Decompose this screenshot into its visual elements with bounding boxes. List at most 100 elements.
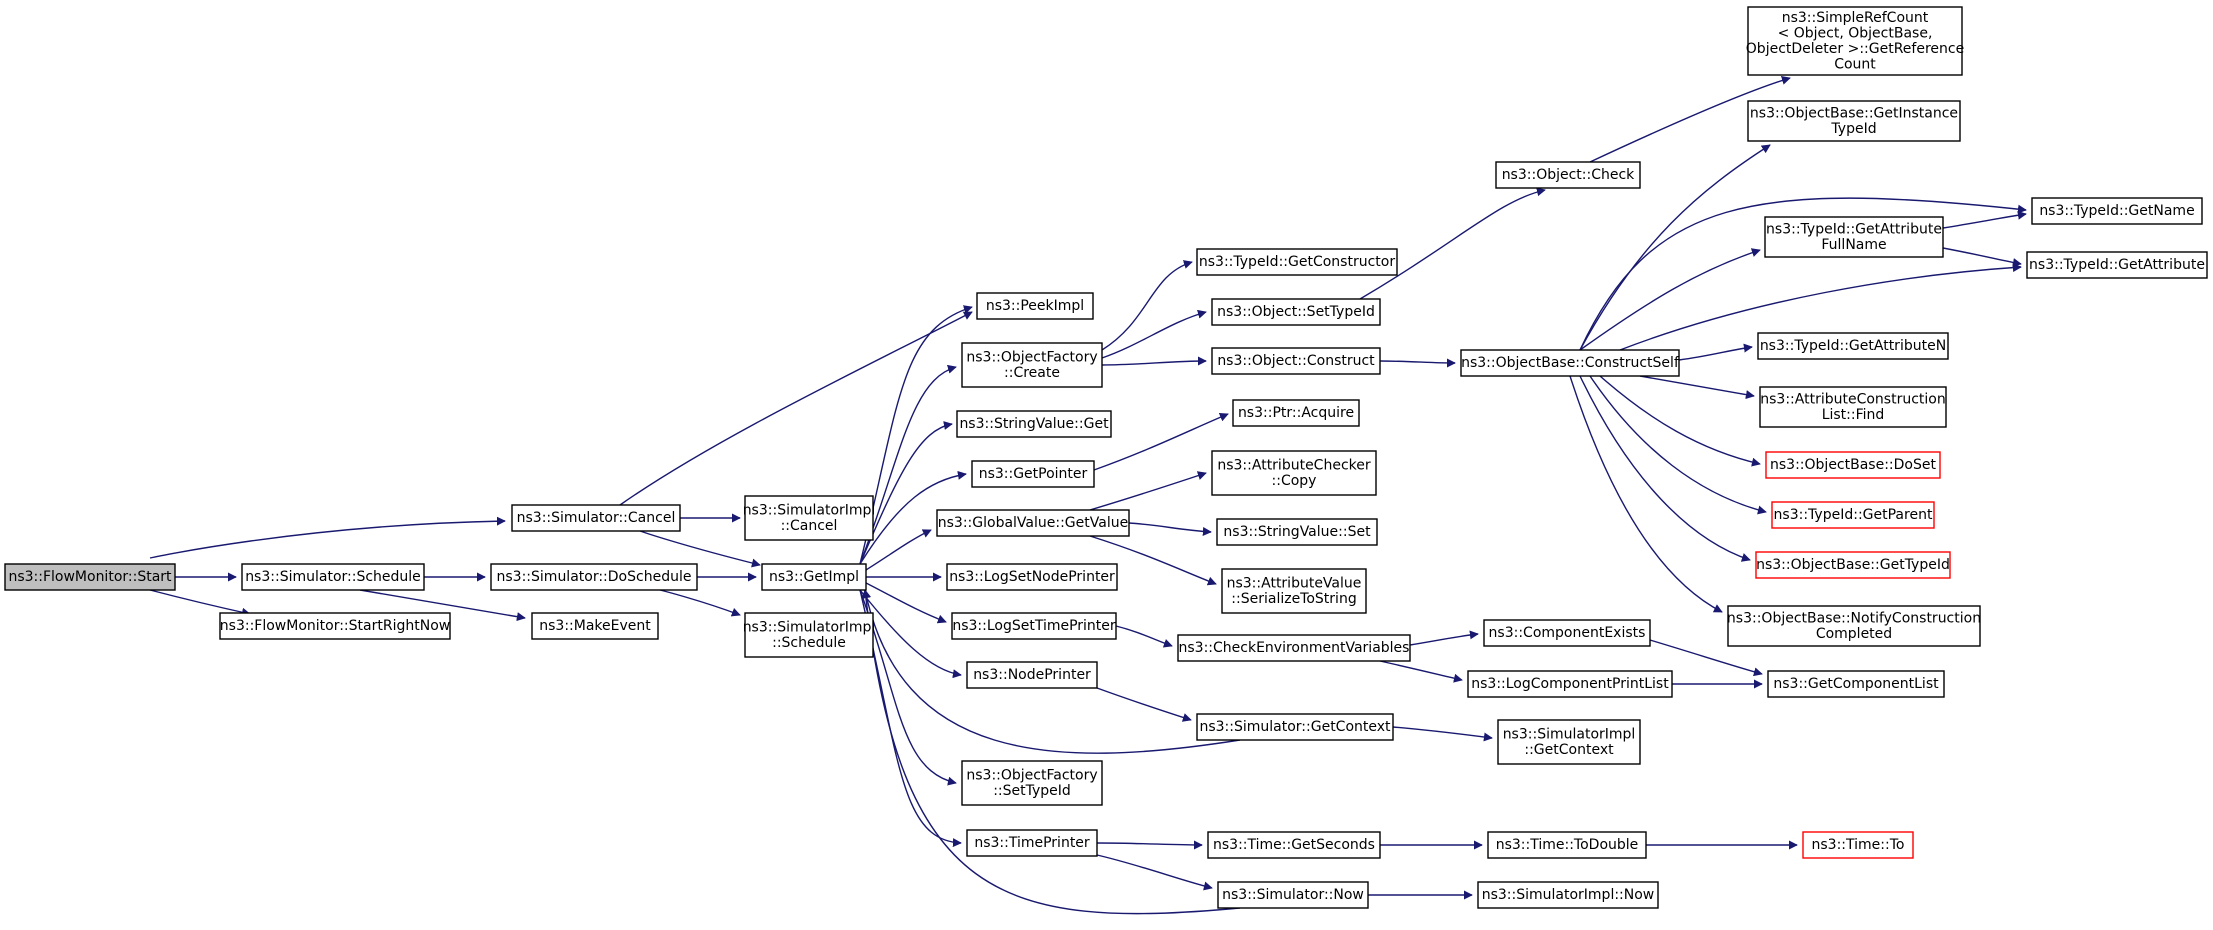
node-label: ns3::GlobalValue::GetValue	[938, 515, 1128, 531]
node-timeprinter[interactable]: ns3::TimePrinter	[966, 829, 1098, 857]
node-label: ns3::PeekImpl	[986, 298, 1084, 314]
node-box	[1196, 248, 1398, 276]
node-stringvalue-set[interactable]: ns3::StringValue::Set	[1216, 518, 1378, 546]
node-typeid-getattribute[interactable]: ns3::TypeId::GetAttribute	[2026, 251, 2208, 279]
node-logsetnodeprinter[interactable]: ns3::LogSetNodePrinter	[946, 563, 1118, 591]
node-box	[511, 504, 681, 532]
node-stringvalue-get[interactable]: ns3::StringValue::Get	[956, 410, 1112, 438]
node-typeid-getname[interactable]: ns3::TypeId::GetName	[2031, 197, 2203, 225]
node-objbase-constructself[interactable]: ns3::ObjectBase::ConstructSelf	[1460, 349, 1680, 377]
node-logsettimeprinter[interactable]: ns3::LogSetTimePrinter	[951, 612, 1117, 640]
node-label: ns3::ObjectBase::GetInstance	[1750, 105, 1958, 121]
edge-object_settypeid-to-object_check	[1359, 187, 1546, 300]
node-label: ::SetTypeId	[993, 783, 1071, 799]
node-label: ns3::SimulatorImpl	[743, 619, 876, 635]
edge-getpointer-to-ptr_acquire	[1093, 412, 1229, 471]
node-sim-now[interactable]: ns3::Simulator::Now	[1217, 881, 1369, 909]
node-label: ns3::Simulator::Schedule	[245, 569, 421, 585]
node-label: ns3::GetComponentList	[1773, 676, 1939, 692]
node-objbase-notifyconstructioncompleted[interactable]: ns3::ObjectBase::NotifyConstructionCompl…	[1727, 605, 1981, 647]
node-label: ns3::ObjectFactory	[966, 767, 1097, 783]
edge-getimpl-to-globalvalue_getvalue	[865, 529, 932, 571]
node-box	[1460, 349, 1680, 377]
node-sim-schedule[interactable]: ns3::Simulator::Schedule	[241, 563, 425, 591]
node-checkenvvars[interactable]: ns3::CheckEnvironmentVariables	[1177, 634, 1411, 662]
node-box	[4, 563, 176, 591]
node-label: ::GetContext	[1524, 742, 1614, 758]
node-simimpl-schedule[interactable]: ns3::SimulatorImpl::Schedule	[743, 612, 876, 658]
node-getcomponentlist[interactable]: ns3::GetComponentList	[1767, 670, 1945, 698]
node-makeevent[interactable]: ns3::MakeEvent	[531, 612, 659, 640]
edge-line	[1101, 356, 1207, 366]
edge-sim_getcontext-to-simimpl_getcontext	[1392, 726, 1493, 742]
edge-line	[639, 530, 761, 568]
node-simimpl-getcontext[interactable]: ns3::SimulatorImpl::GetContext	[1497, 719, 1641, 765]
node-objbase-doset[interactable]: ns3::ObjectBase::DoSet	[1765, 451, 1941, 479]
edge-objbase_constructself-to-typeid_getname	[1579, 197, 2027, 351]
node-box	[490, 563, 698, 591]
node-simplerefcount[interactable]: ns3::SimpleRefCount< Object, ObjectBase,…	[1746, 6, 1964, 76]
node-flowmonitor-start[interactable]: ns3::FlowMonitor::Start	[4, 563, 176, 591]
node-label: ns3::LogSetTimePrinter	[952, 618, 1116, 634]
node-box	[761, 563, 867, 591]
node-typeid-getparent[interactable]: ns3::TypeId::GetParent	[1771, 501, 1935, 529]
node-typeid-getconstructor[interactable]: ns3::TypeId::GetConstructor	[1196, 248, 1398, 276]
node-sim-doschedule[interactable]: ns3::Simulator::DoSchedule	[490, 563, 698, 591]
edge-line	[1128, 522, 1212, 536]
node-time-to[interactable]: ns3::Time::To	[1802, 831, 1914, 859]
node-attrvalue-serialize[interactable]: ns3::AttributeValue::SerializeToString	[1221, 568, 1367, 614]
edge-line	[1101, 309, 1207, 359]
edge-line	[1639, 375, 1755, 400]
node-nodeprinter[interactable]: ns3::NodePrinter	[966, 661, 1098, 689]
node-label: ns3::Ptr::Acquire	[1238, 405, 1354, 421]
node-time-todouble[interactable]: ns3::Time::ToDouble	[1487, 831, 1647, 859]
node-logcomponentprintlist[interactable]: ns3::LogComponentPrintList	[1467, 670, 1673, 698]
node-label: ::SerializeToString	[1231, 591, 1356, 607]
node-label: ns3::TypeId::GetAttributeN	[1760, 338, 1946, 354]
node-fm-startrightnow[interactable]: ns3::FlowMonitor::StartRightNow	[219, 612, 451, 640]
edge-getimpl-to-getpointer	[859, 470, 967, 565]
edge-line	[1678, 343, 1753, 361]
node-box	[531, 612, 659, 640]
edge-sim_doschedule-to-simimpl_schedule	[659, 589, 741, 617]
node-getimpl[interactable]: ns3::GetImpl	[761, 563, 867, 591]
node-box	[1487, 831, 1647, 859]
node-box	[966, 661, 1098, 689]
node-simimpl-cancel[interactable]: ns3::SimulatorImpl::Cancel	[743, 495, 876, 541]
node-object-check[interactable]: ns3::Object::Check	[1495, 161, 1641, 189]
nodes-layer: ns3::FlowMonitor::Start ns3::Simulator::C…	[4, 6, 2208, 909]
edge-sim_now-to-getimpl	[861, 589, 1241, 915]
node-peekimpl[interactable]: ns3::PeekImpl	[976, 292, 1094, 320]
edge-typeid_getattributefullname-to-typeid_getattribute	[1942, 247, 2022, 267]
node-objfactory-create[interactable]: ns3::ObjectFactory::Create	[961, 342, 1103, 388]
node-globalvalue-getvalue[interactable]: ns3::GlobalValue::GetValue	[936, 509, 1130, 537]
node-object-settypeid[interactable]: ns3::Object::SetTypeId	[1211, 298, 1381, 326]
node-object-construct[interactable]: ns3::Object::Construct	[1211, 347, 1381, 375]
node-componentexists[interactable]: ns3::ComponentExists	[1483, 619, 1651, 647]
node-typeid-getattributen[interactable]: ns3::TypeId::GetAttributeN	[1757, 332, 1949, 360]
edge-line	[1359, 187, 1546, 300]
node-getpointer[interactable]: ns3::GetPointer	[971, 460, 1095, 488]
node-sim-cancel[interactable]: ns3::Simulator::Cancel	[511, 504, 681, 532]
node-label: ns3::GetImpl	[769, 569, 859, 585]
node-simimpl-now[interactable]: ns3::SimulatorImpl::Now	[1477, 881, 1659, 909]
edge-timeprinter-to-time_getseconds	[1096, 840, 1203, 850]
edge-globalvalue_getvalue-to-attrchecker_copy	[1089, 471, 1207, 511]
node-objfactory-settypeid[interactable]: ns3::ObjectFactory::SetTypeId	[961, 760, 1103, 806]
node-label: ns3::ObjectBase::ConstructSelf	[1461, 355, 1680, 371]
node-ptr-acquire[interactable]: ns3::Ptr::Acquire	[1232, 399, 1360, 427]
edge-objfactory_create-to-object_construct	[1101, 356, 1207, 366]
node-time-getseconds[interactable]: ns3::Time::GetSeconds	[1207, 831, 1381, 859]
node-objbase-gettypeid[interactable]: ns3::ObjectBase::GetTypeId	[1755, 551, 1951, 579]
edge-object_check-to-simplerefcount	[1589, 76, 1791, 163]
node-label: ns3::Time::GetSeconds	[1213, 837, 1375, 853]
node-box	[1747, 6, 1963, 76]
node-sim-getcontext[interactable]: ns3::Simulator::GetContext	[1196, 713, 1394, 741]
node-label: ns3::SimpleRefCount	[1782, 10, 1929, 26]
edge-line	[1096, 840, 1203, 850]
node-attrchecker-copy[interactable]: ns3::AttributeChecker::Copy	[1211, 450, 1377, 496]
node-box	[976, 292, 1094, 320]
